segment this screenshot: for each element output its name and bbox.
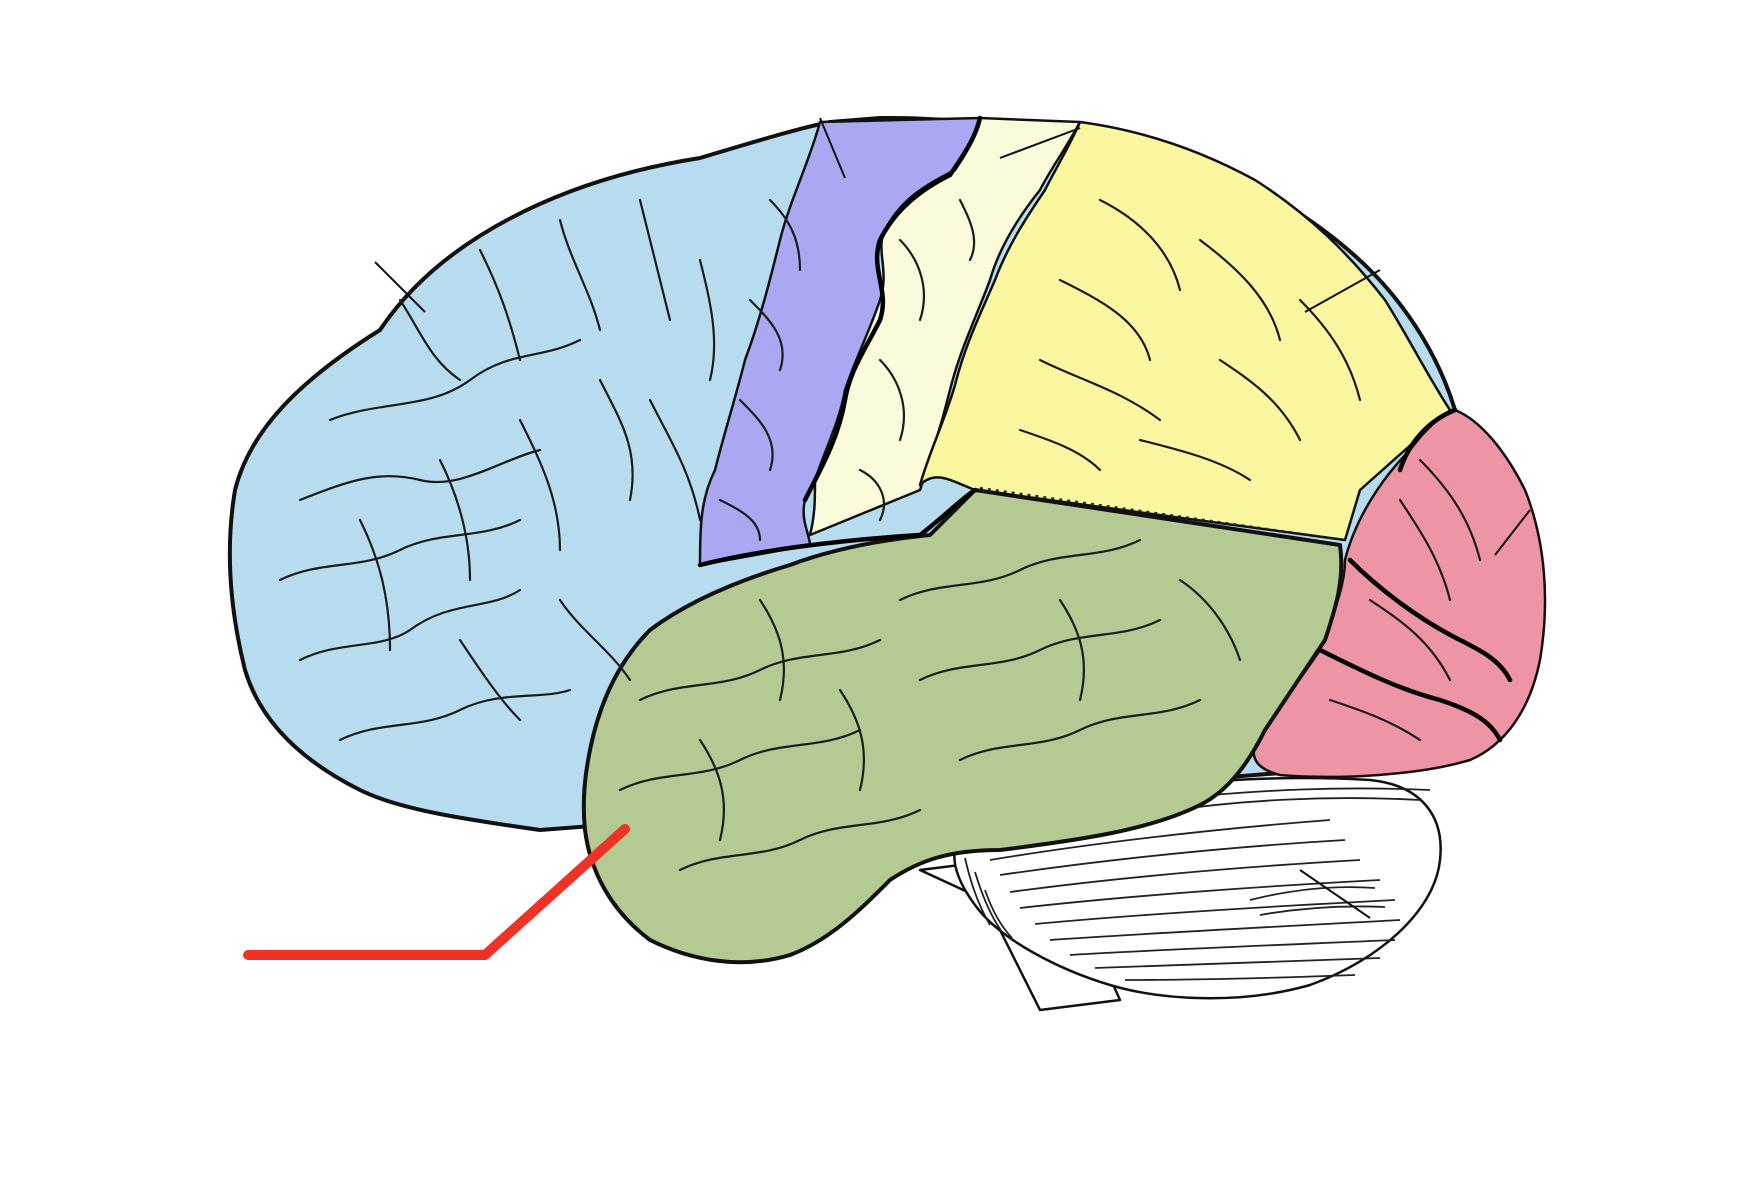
parieto-occipital-sulcus bbox=[1397, 407, 1458, 473]
label-tick-motor bbox=[819, 117, 846, 179]
cortex-gyri bbox=[278, 198, 1482, 872]
occipital-lobe-region bbox=[1252, 408, 1547, 779]
temporal-lobe-region bbox=[581, 488, 1344, 965]
central-sulcus bbox=[802, 115, 983, 503]
lateral-sulcus bbox=[697, 487, 978, 568]
label-tick-frontal bbox=[374, 261, 426, 313]
label-tick-somatosensory bbox=[999, 127, 1081, 159]
parietal-lobe-region bbox=[918, 120, 1452, 542]
label-tick-parietal bbox=[1304, 269, 1381, 313]
parietal-temporal-boundary bbox=[979, 486, 1346, 542]
occipital-sulcus-lower bbox=[1317, 647, 1503, 743]
occipital-sulcus-upper bbox=[1347, 557, 1513, 683]
label-tick-occipital bbox=[1494, 509, 1531, 556]
red-pointer-line bbox=[243, 824, 630, 960]
label-tick-cerebellum bbox=[1299, 869, 1371, 919]
